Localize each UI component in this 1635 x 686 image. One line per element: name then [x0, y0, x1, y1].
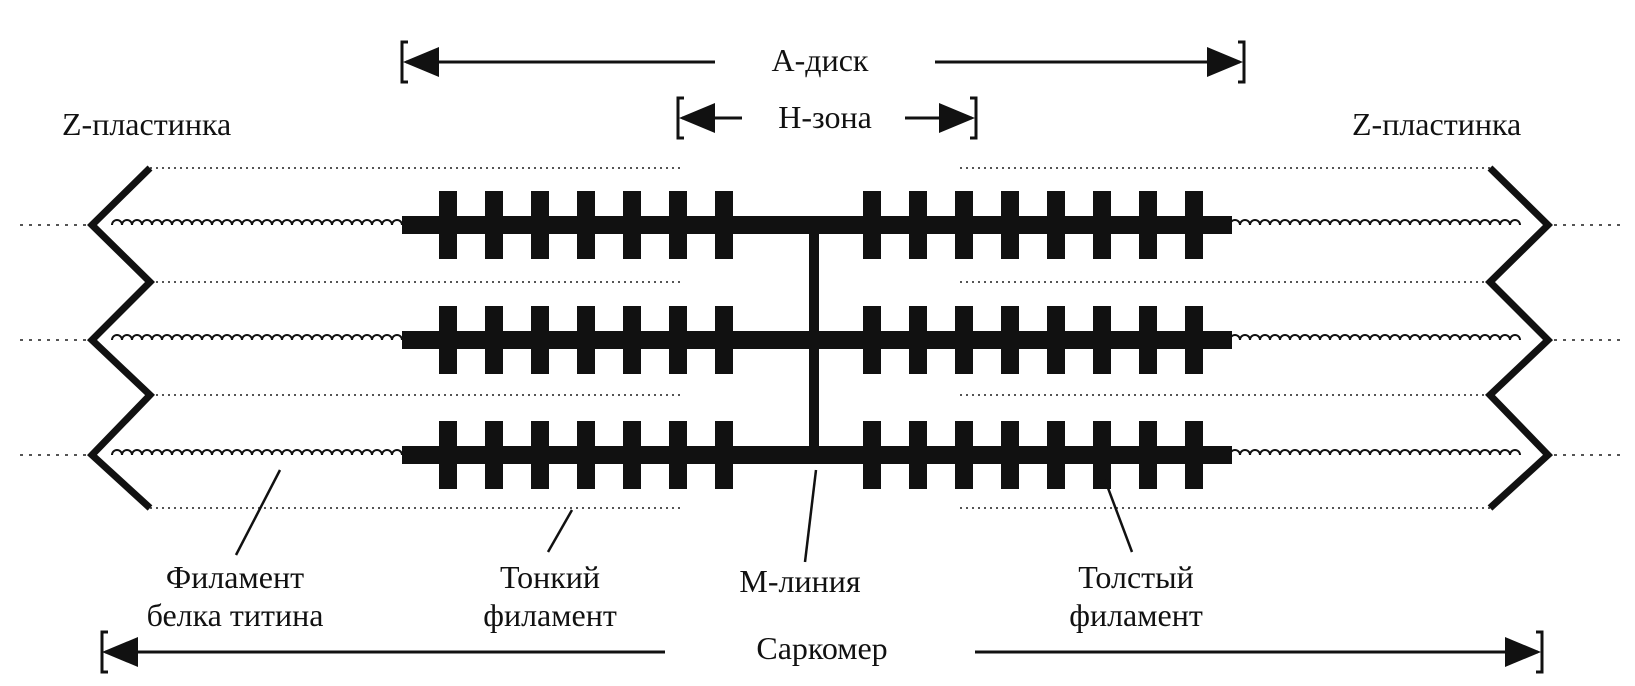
- h-zone-bracket: [676, 96, 978, 140]
- myosin-head: [1001, 421, 1019, 489]
- myosin-head: [715, 191, 733, 259]
- myosin-head: [863, 191, 881, 259]
- myosin-head: [439, 191, 457, 259]
- titin-coil: [1229, 449, 1521, 456]
- titin-coil: [111, 219, 403, 226]
- myosin-head: [909, 191, 927, 259]
- thin-filament-label: Тонкий филамент: [483, 559, 617, 634]
- a-disk-label: А-диск: [771, 42, 869, 78]
- h-zone-label: Н-зона: [778, 99, 872, 135]
- myosin-head: [863, 421, 881, 489]
- sarcomere-bracket: [100, 630, 1544, 674]
- titin-coil: [111, 334, 403, 341]
- titin-filaments: [111, 219, 1521, 456]
- myosin-head: [909, 421, 927, 489]
- myosin-head: [669, 306, 687, 374]
- myosin-head: [577, 191, 595, 259]
- z-plates: [86, 165, 1554, 511]
- z-plate-right-label: Z-пластинка: [1352, 106, 1522, 142]
- myosin-head: [577, 306, 595, 374]
- z-plate-right: [1485, 165, 1554, 511]
- myosin-head: [1047, 191, 1065, 259]
- myosin-head: [623, 306, 641, 374]
- myosin-head: [1001, 191, 1019, 259]
- sarcomere-label: Саркомер: [756, 630, 888, 666]
- myosin-head: [1185, 191, 1203, 259]
- z-plate-left-label: Z-пластинка: [62, 106, 232, 142]
- myosin-head: [1139, 191, 1157, 259]
- myosin-head: [485, 191, 503, 259]
- myosin-head: [1139, 306, 1157, 374]
- myosin-head: [955, 421, 973, 489]
- myosin-head: [1093, 306, 1111, 374]
- myosin-head: [577, 421, 595, 489]
- myosin-head: [1093, 191, 1111, 259]
- titin-coil: [1229, 219, 1521, 226]
- myosin-head: [1047, 306, 1065, 374]
- myosin-head: [439, 421, 457, 489]
- myosin-head: [531, 191, 549, 259]
- myosin-head: [1185, 421, 1203, 489]
- myosin-head: [669, 421, 687, 489]
- myosin-head: [531, 421, 549, 489]
- myosin-head: [1001, 306, 1019, 374]
- myosin-head: [715, 421, 733, 489]
- m-line: [809, 218, 819, 463]
- titin-label: Филамент белка титина: [146, 559, 324, 634]
- myosin-head: [439, 306, 457, 374]
- myosin-head: [955, 306, 973, 374]
- myosin-head: [1185, 306, 1203, 374]
- myosin-head: [1093, 421, 1111, 489]
- myosin-head: [909, 306, 927, 374]
- z-plate-left: [86, 165, 155, 511]
- myosin-head: [955, 191, 973, 259]
- leader-lines: [234, 469, 1134, 563]
- thin-filaments: [20, 167, 1620, 509]
- titin-coil: [1229, 334, 1521, 341]
- myosin-head: [1047, 421, 1065, 489]
- myosin-head: [623, 421, 641, 489]
- myosin-head: [715, 306, 733, 374]
- thick-filaments: [402, 191, 1232, 489]
- a-disk-bracket: [400, 40, 1246, 84]
- myosin-head: [485, 421, 503, 489]
- myosin-head: [531, 306, 549, 374]
- myosin-head: [669, 191, 687, 259]
- m-line-label: М-линия: [739, 563, 861, 599]
- myosin-head: [485, 306, 503, 374]
- myosin-head: [863, 306, 881, 374]
- myosin-head: [623, 191, 641, 259]
- thick-filament-label: Толстый филамент: [1069, 559, 1203, 634]
- titin-coil: [111, 449, 403, 456]
- myosin-head: [1139, 421, 1157, 489]
